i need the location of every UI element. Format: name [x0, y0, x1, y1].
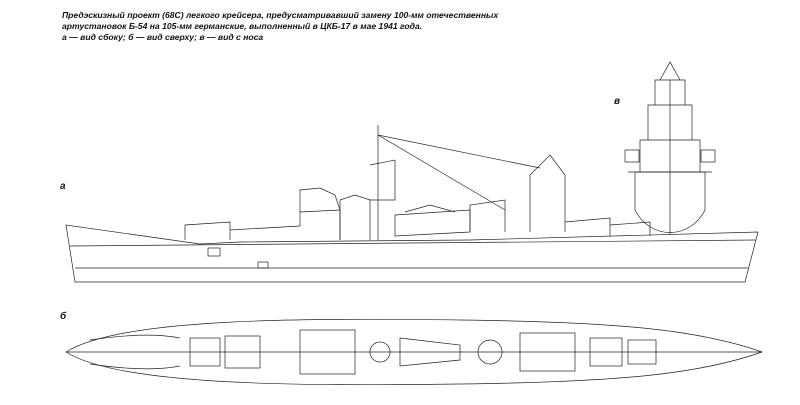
- superstructure-plan: [299, 329, 356, 375]
- turret-plan-2: [224, 335, 261, 369]
- caption-line-3: а — вид сбоку; б — вид сверху; в — вид с…: [62, 32, 264, 42]
- turret-plan-4: [627, 339, 657, 365]
- side-view-label: а: [60, 181, 66, 192]
- figure-caption: Предэскизный проект (68С) легкого крейсе…: [62, 10, 582, 43]
- aft-turret-side: [564, 217, 611, 236]
- aft-tower: [529, 154, 566, 232]
- funnel-1: [339, 194, 371, 240]
- aircraft-deck: [394, 209, 471, 237]
- catapult-plan: [477, 339, 503, 365]
- aircraft-plan: [399, 337, 461, 367]
- bridge-side: [299, 187, 341, 212]
- mast-bow: [659, 61, 681, 81]
- turret-plan-1: [189, 337, 221, 367]
- seaplane: [404, 204, 456, 213]
- top-view: [65, 318, 764, 386]
- bow-view-label: в: [614, 96, 621, 107]
- caption-line-1: Предэскизный проект (68С) легкого крейсе…: [62, 10, 499, 20]
- side-view: [65, 125, 759, 283]
- forward-turret-side: [184, 221, 231, 240]
- funnel-plan: [369, 341, 391, 363]
- caption-line-2: артустановок Б-54 на 105-мм германские, …: [62, 21, 423, 31]
- turret-plan-3: [589, 337, 623, 367]
- bow-view: [624, 61, 716, 235]
- hull-bow: [634, 171, 706, 233]
- hull-side: [65, 224, 759, 283]
- top-view-label: б: [60, 311, 67, 322]
